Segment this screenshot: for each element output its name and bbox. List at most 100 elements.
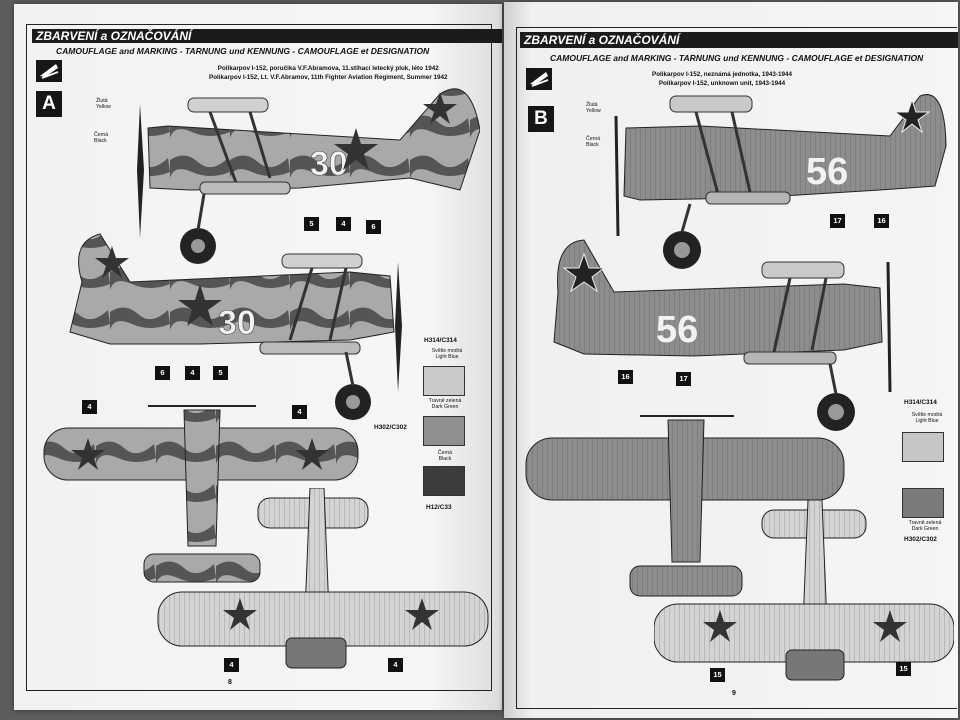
- yellow-label: Žlutá Yellow: [586, 102, 601, 114]
- color-swatch-dark-green: [423, 416, 465, 446]
- description-en: Polikarpov I-152, unknown unit, 1943-194…: [658, 80, 786, 87]
- lower-plan-view: [157, 488, 489, 669]
- struts: [208, 111, 272, 189]
- page-number: 9: [732, 690, 736, 697]
- side-profile-right-facing: 30: [69, 233, 402, 420]
- callout-6: 6: [155, 366, 170, 380]
- callout-15: 15: [710, 668, 725, 682]
- wing-star: [703, 610, 737, 642]
- manufacturer-logo: [36, 60, 62, 82]
- black-label: Černá Black: [586, 136, 601, 148]
- callout-15: 15: [896, 662, 911, 676]
- color-code: H314/C314: [424, 337, 457, 344]
- tail-star: [95, 246, 129, 278]
- engine-cowl: [785, 649, 845, 681]
- aircraft-description: Polikarpov I-152, neznámá jednotka, 1943…: [652, 70, 792, 88]
- callout-17: 17: [830, 214, 845, 228]
- color-name: Travně zelená Dark Green: [908, 520, 942, 532]
- fuselage-plan: [183, 409, 221, 547]
- star-marking: [178, 284, 222, 326]
- page-header: ZBARVENÍ a OZNAČOVÁNÍ: [32, 29, 502, 43]
- color-name: Černá Black: [437, 450, 453, 462]
- lower-wing: [199, 181, 291, 195]
- propeller: [395, 262, 402, 392]
- color-name: Travně zelená Dark Green: [428, 398, 462, 410]
- side-profile-left-facing: 56: [614, 94, 947, 269]
- color-code: H302/C302: [904, 536, 937, 543]
- page-subheader: CAMOUFLAGE and MARKING - TARNUNG und KEN…: [550, 53, 924, 63]
- color-code: H314/C314: [904, 399, 937, 406]
- lower-wing: [705, 191, 791, 205]
- callout-5: 5: [304, 217, 319, 231]
- struts: [288, 267, 348, 341]
- page-header: ZBARVENÍ a OZNAČOVÁNÍ: [520, 32, 958, 48]
- aircraft-number: 30: [218, 304, 256, 342]
- propeller: [886, 261, 892, 393]
- callout-4: 4: [388, 658, 403, 672]
- option-letter: A: [36, 91, 62, 117]
- description-cz: Polikarpov I-152, poručika V.F.Abramova,…: [217, 65, 439, 72]
- color-code: H302/C302: [374, 424, 407, 431]
- side-profile-left-facing: 30: [137, 88, 480, 264]
- wing-star: [71, 438, 105, 470]
- callout-4: 4: [336, 217, 351, 231]
- instruction-page-left: ZBARVENÍ a OZNAČOVÁNÍ CAMOUFLAGE and MAR…: [14, 4, 502, 710]
- callout-16: 16: [874, 214, 889, 228]
- callout-5: 5: [213, 366, 228, 380]
- callout-16: 16: [618, 370, 633, 384]
- instruction-page-right: ZBARVENÍ a OZNAČOVÁNÍ CAMOUFLAGE and MAR…: [504, 2, 958, 718]
- tail-star: [562, 252, 606, 293]
- callout-4: 4: [224, 658, 239, 672]
- color-name: Světle modrá Light Blue: [431, 348, 463, 360]
- aircraft-number: 30: [310, 145, 348, 183]
- callout-4: 4: [82, 400, 97, 414]
- wing-star: [405, 598, 439, 630]
- engine-cowl: [285, 637, 347, 669]
- propeller: [614, 115, 620, 237]
- page-subheader: CAMOUFLAGE and MARKING - TARNUNG und KEN…: [56, 46, 430, 56]
- fuselage: [553, 239, 883, 357]
- propeller: [137, 104, 144, 238]
- lower-plan-view: [654, 500, 954, 681]
- aircraft-number: 56: [806, 151, 848, 193]
- callout-4: 4: [185, 366, 200, 380]
- fuselage: [69, 233, 395, 345]
- upper-wing: [187, 97, 269, 113]
- option-letter: B: [528, 106, 554, 132]
- struts: [772, 277, 828, 353]
- color-swatch-light-blue: [902, 432, 944, 462]
- aircraft-description: Polikarpov I-152, poručika V.F.Abramova,…: [209, 64, 448, 82]
- description-cz: Polikarpov I-152, neznámá jednotka, 1943…: [652, 71, 792, 78]
- tailplane: [143, 553, 261, 583]
- page-frame: [516, 27, 957, 709]
- side-profile-right-facing: 56: [553, 239, 892, 431]
- fuselage-plan: [667, 419, 705, 563]
- wing-star: [295, 438, 329, 470]
- black-label: Černá Black: [94, 132, 109, 144]
- page-frame: [26, 24, 492, 691]
- tail-star: [423, 92, 457, 124]
- tail-star: [893, 98, 931, 134]
- color-swatch-black: [423, 466, 465, 496]
- callout-17: 17: [676, 372, 691, 386]
- color-swatch-dark-green: [902, 488, 944, 518]
- callout-6: 6: [366, 220, 381, 234]
- aircraft-number: 56: [656, 309, 698, 351]
- upper-plan-view: [525, 415, 845, 597]
- upper-wing: [761, 261, 845, 279]
- color-name: Světle modrá Light Blue: [911, 412, 943, 424]
- yellow-label: Žlutá Yellow: [96, 98, 111, 110]
- callout-4: 4: [292, 405, 307, 419]
- lower-wing: [259, 341, 361, 355]
- lower-wing: [743, 351, 837, 365]
- color-swatch-light-blue: [423, 366, 465, 396]
- upper-wing: [281, 253, 363, 269]
- upper-wing: [669, 95, 753, 113]
- struts: [694, 111, 752, 195]
- star-marking: [334, 128, 378, 170]
- wing-star: [223, 598, 257, 630]
- page-number: 8: [228, 679, 232, 686]
- color-code: H12/C33: [426, 504, 452, 511]
- description-en: Polikarpov I-152, Lt. V.F.Abramov, 11th …: [209, 74, 448, 81]
- tailplane: [629, 565, 743, 597]
